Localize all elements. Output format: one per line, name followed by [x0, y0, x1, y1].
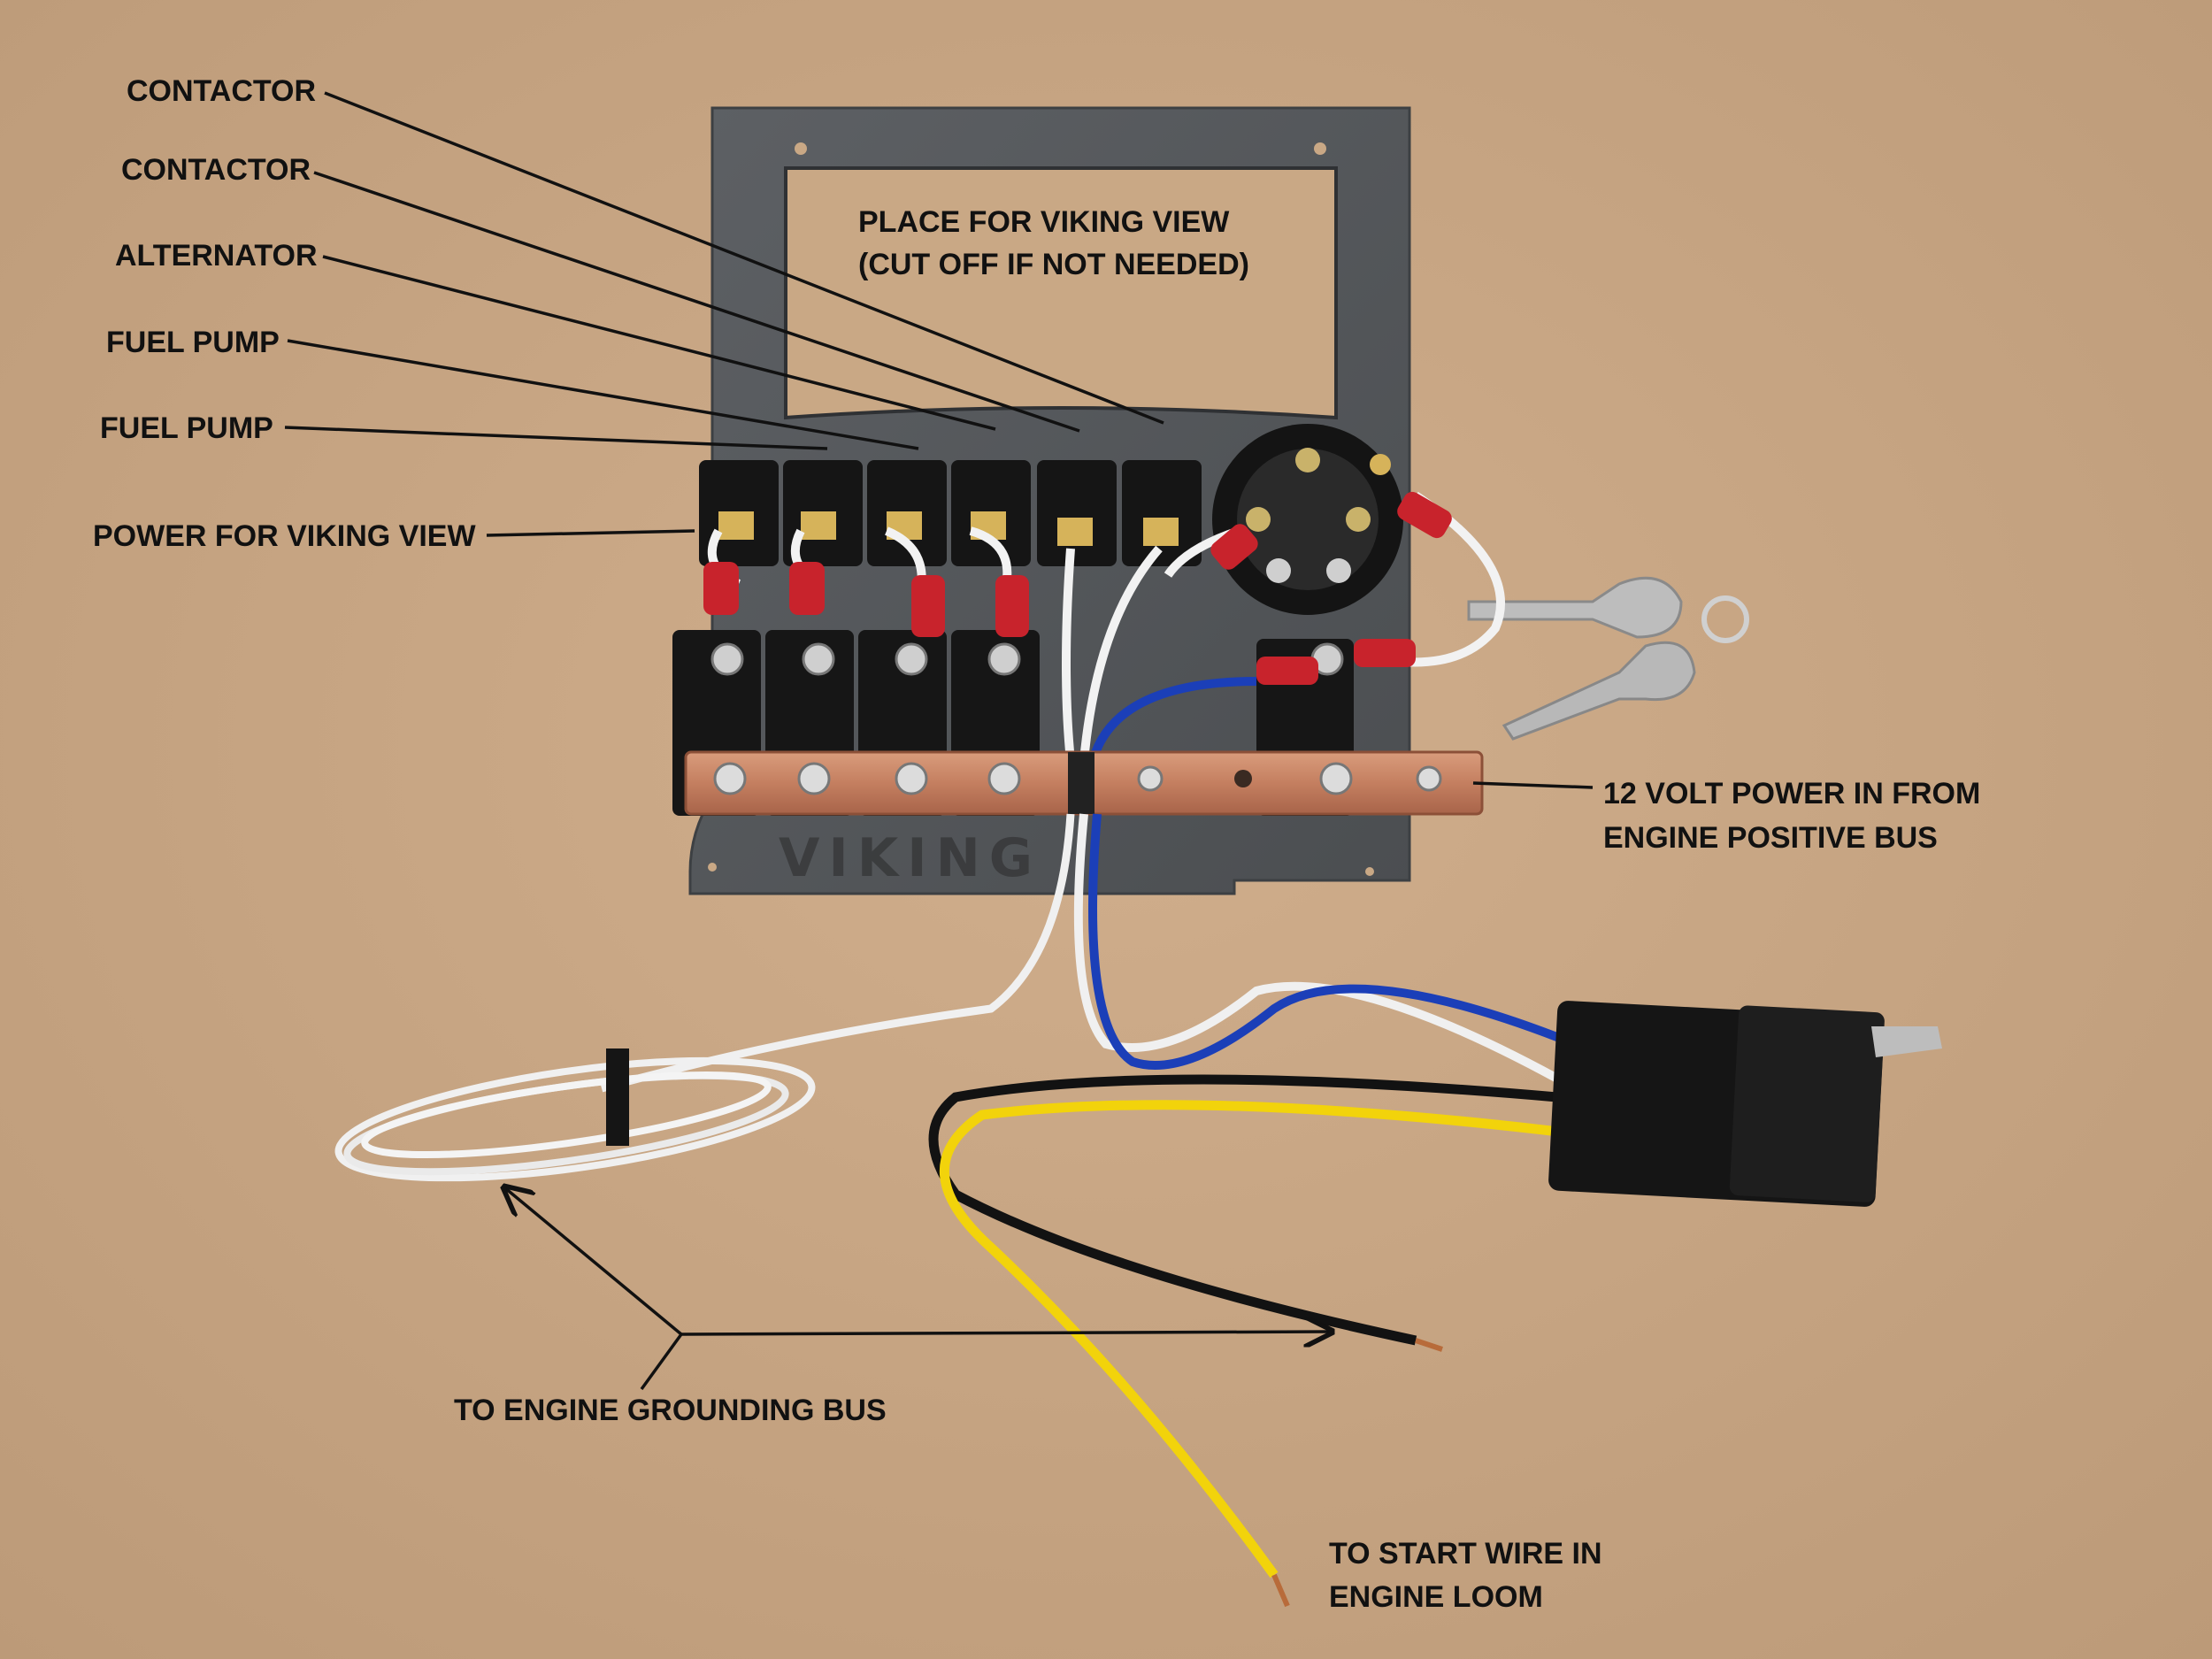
leader-alternator — [322, 255, 996, 431]
breaker-4 — [951, 460, 1031, 566]
breaker-3 — [867, 460, 947, 566]
breaker-2 — [783, 460, 863, 566]
leader-contactor-1 — [324, 91, 1164, 425]
panel-wiring — [703, 491, 1505, 763]
label-start-line1: TO START WIRE IN — [1329, 1537, 1602, 1571]
annotations: CONTACTOR CONTACTOR ALTERNATOR FUEL PUMP… — [93, 74, 1980, 1614]
leader-lines — [284, 91, 1594, 1391]
leader-ground-a — [504, 1187, 683, 1336]
label-contactor-1: CONTACTOR — [127, 74, 316, 108]
label-power-viking-view: POWER FOR VIKING VIEW — [93, 519, 476, 553]
leader-power-in — [1472, 781, 1594, 789]
bus-bar — [684, 750, 1484, 816]
label-start-line2: ENGINE LOOM — [1329, 1580, 1543, 1614]
label-place-line1: PLACE FOR VIKING VIEW — [858, 205, 1230, 239]
leader-contactor-2 — [313, 171, 1080, 433]
leader-power-viking-view — [486, 529, 695, 537]
leader-fuel-pump-1 — [287, 339, 919, 450]
relay — [1548, 1001, 1942, 1207]
label-ground: TO ENGINE GROUNDING BUS — [454, 1394, 887, 1427]
label-place-line2: (CUT OFF IF NOT NEEDED) — [858, 248, 1249, 281]
label-alternator: ALTERNATOR — [115, 239, 318, 273]
leader-ground-c — [640, 1333, 683, 1391]
display-cutout — [784, 166, 1338, 420]
breaker-5 — [1037, 460, 1117, 566]
label-fuel-pump-2: FUEL PUMP — [100, 411, 273, 445]
label-power-in-line1: 12 VOLT POWER IN FROM — [1603, 777, 1980, 810]
keys — [1467, 576, 1749, 741]
ignition-key-switch — [1212, 424, 1403, 615]
breaker-6 — [1122, 460, 1202, 566]
label-power-in-line2: ENGINE POSITIVE BUS — [1603, 821, 1938, 855]
label-fuel-pump-1: FUEL PUMP — [106, 326, 280, 359]
label-contactor-2: CONTACTOR — [121, 153, 311, 187]
leader-fuel-pump-2 — [284, 426, 828, 450]
engraved-viking-text: VIKING — [779, 827, 1041, 889]
harness-wiring — [334, 813, 1578, 1608]
leader-ground-b — [680, 1332, 1332, 1334]
